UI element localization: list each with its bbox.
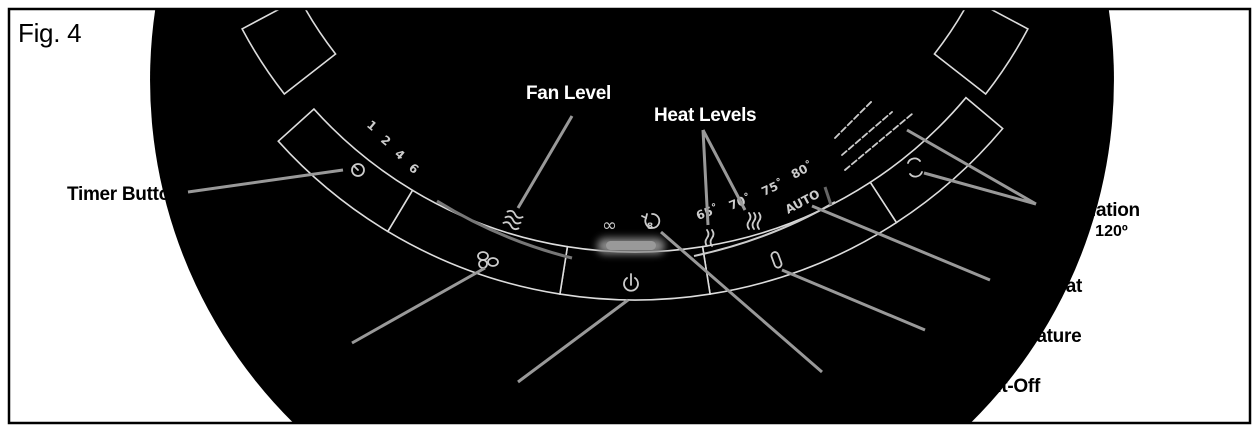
auto-indicator	[823, 186, 833, 206]
heat-low-icon	[704, 229, 715, 247]
power-button-label: Power Button	[395, 381, 515, 402]
oscillation-icon[interactable]	[907, 157, 923, 178]
fan-button-label: Fan Button	[250, 343, 347, 364]
safeguard-label: SafeGuard® Auto Shut-Off	[808, 376, 1041, 397]
figure-frame	[7, 7, 1252, 425]
callout-lines	[187, 115, 1037, 384]
power-icon[interactable]	[623, 273, 639, 292]
heat-high-icon	[746, 212, 762, 230]
timer-button[interactable]	[869, 96, 1004, 224]
fan-level-indicator	[436, 199, 573, 260]
clock-icon[interactable]	[351, 163, 365, 177]
oscillation-angles-label: 60º 90º 120º	[1039, 223, 1128, 240]
fan-level-wave-icon	[502, 209, 524, 231]
right-top-segment	[241, 9, 337, 96]
continuous-icon: ∞	[602, 215, 617, 236]
oscillation-button[interactable]	[277, 107, 414, 233]
left-top-segment	[933, 9, 1029, 96]
auto-heat-label-callout: Auto Heat	[995, 276, 1083, 297]
heat-temperature-label: Heat Temperature	[926, 326, 1081, 347]
thermometer-icon[interactable]	[770, 251, 783, 269]
heat-levels-label: Heat Levels	[654, 105, 756, 126]
power-led	[606, 241, 656, 250]
safeguard-hours: 8	[647, 222, 653, 232]
oscillation-arrows-icon	[834, 100, 913, 171]
figure-label: Fig. 4	[18, 18, 81, 48]
fan-button[interactable]	[701, 181, 898, 296]
fan-level-label: Fan Level	[526, 83, 611, 104]
timer-button-label: Timer Button	[67, 184, 181, 205]
oscillation-label: Oscillation	[1046, 200, 1140, 221]
safeguard-timer-icon: 8	[641, 213, 661, 232]
